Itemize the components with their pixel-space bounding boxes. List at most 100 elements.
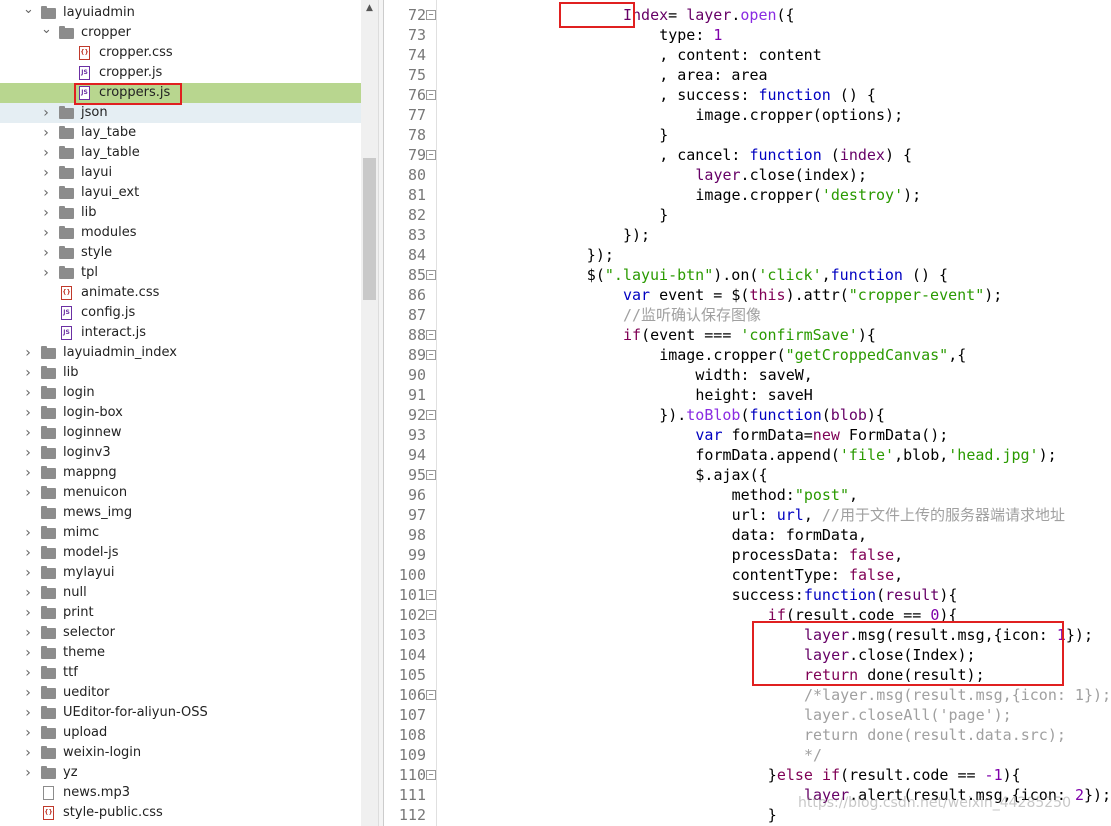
code-line[interactable]: 72−Index= layer.open({: [384, 5, 1081, 25]
chevron-right-icon[interactable]: ›: [25, 465, 31, 481]
tree-folder-item[interactable]: ›weixin-login: [0, 743, 361, 763]
tree-folder-item[interactable]: ›layuiadmin_index: [0, 343, 361, 363]
chevron-right-icon[interactable]: ›: [25, 445, 31, 461]
tree-folder-item[interactable]: ›loginnew: [0, 423, 361, 443]
code-line[interactable]: 75, area: area: [384, 65, 1081, 85]
fold-toggle-icon[interactable]: −: [426, 470, 436, 480]
code-line[interactable]: 82}: [384, 205, 1081, 225]
scroll-up-arrow-icon[interactable]: ▲: [366, 3, 373, 13]
chevron-right-icon[interactable]: ›: [25, 565, 31, 581]
tree-folder-item[interactable]: ›login-box: [0, 403, 361, 423]
tree-folder-item[interactable]: ›lib: [0, 203, 361, 223]
chevron-right-icon[interactable]: ›: [25, 385, 31, 401]
panel-splitter[interactable]: [378, 0, 384, 826]
tree-scrollbar[interactable]: ▲: [361, 0, 378, 826]
fold-toggle-icon[interactable]: −: [426, 690, 436, 700]
code-line[interactable]: 83});: [384, 225, 1081, 245]
fold-toggle-icon[interactable]: −: [426, 270, 436, 280]
fold-toggle-icon[interactable]: −: [426, 150, 436, 160]
tree-file-item[interactable]: {}animate.css: [0, 283, 361, 303]
tree-folder-item[interactable]: ›style: [0, 243, 361, 263]
tree-scrollbar-thumb[interactable]: [363, 158, 376, 300]
chevron-right-icon[interactable]: ›: [43, 245, 49, 261]
tree-folder-item[interactable]: ›json: [0, 103, 361, 123]
chevron-right-icon[interactable]: ›: [25, 585, 31, 601]
tree-folder-item[interactable]: ›UEditor-for-aliyun-OSS: [0, 703, 361, 723]
tree-folder-item[interactable]: ›yz: [0, 763, 361, 783]
tree-folder-item[interactable]: ›layui: [0, 163, 361, 183]
chevron-right-icon[interactable]: ›: [43, 105, 49, 121]
code-line[interactable]: 109*/: [384, 745, 1081, 765]
chevron-right-icon[interactable]: ›: [25, 605, 31, 621]
tree-folder-item[interactable]: ›layui_ext: [0, 183, 361, 203]
code-line[interactable]: 74, content: content: [384, 45, 1081, 65]
tree-folder-item[interactable]: ›modules: [0, 223, 361, 243]
tree-folder-item[interactable]: ›theme: [0, 643, 361, 663]
code-line[interactable]: 85−$(".layui-btn").on('click',function (…: [384, 265, 1081, 285]
chevron-right-icon[interactable]: ›: [25, 625, 31, 641]
fold-toggle-icon[interactable]: −: [426, 350, 436, 360]
tree-file-item[interactable]: {}cropper.css: [0, 43, 361, 63]
chevron-right-icon[interactable]: ›: [25, 485, 31, 501]
chevron-right-icon[interactable]: ›: [43, 205, 49, 221]
chevron-right-icon[interactable]: ›: [25, 705, 31, 721]
tree-folder-item[interactable]: ›mappng: [0, 463, 361, 483]
code-line[interactable]: 106−/*layer.msg(result.msg,{icon: 1});: [384, 685, 1111, 705]
chevron-right-icon[interactable]: ›: [25, 525, 31, 541]
code-line[interactable]: 76−, success: function () {: [384, 85, 1081, 105]
chevron-right-icon[interactable]: ›: [25, 725, 31, 741]
chevron-right-icon[interactable]: ›: [25, 745, 31, 761]
code-line[interactable]: 89−image.cropper("getCroppedCanvas",{: [384, 345, 1081, 365]
tree-folder-item[interactable]: ⌄layuiadmin: [0, 3, 361, 23]
tree-folder-item[interactable]: ›menuicon: [0, 483, 361, 503]
tree-folder-item[interactable]: ›ueditor: [0, 683, 361, 703]
chevron-right-icon[interactable]: ›: [43, 125, 49, 141]
tree-folder-item[interactable]: mews_img: [0, 503, 361, 523]
tree-folder-item[interactable]: ›selector: [0, 623, 361, 643]
chevron-right-icon[interactable]: ›: [43, 185, 49, 201]
tree-file-item[interactable]: news.mp3: [0, 783, 361, 803]
chevron-right-icon[interactable]: ›: [25, 425, 31, 441]
code-line[interactable]: 92−}).toBlob(function(blob){: [384, 405, 1081, 425]
fold-toggle-icon[interactable]: −: [426, 410, 436, 420]
code-line[interactable]: 110−}else if(result.code == -1){: [384, 765, 1081, 785]
chevron-right-icon[interactable]: ›: [43, 225, 49, 241]
tree-folder-item[interactable]: ›model-js: [0, 543, 361, 563]
code-line[interactable]: 88−if(event === 'confirmSave'){: [384, 325, 1081, 345]
chevron-right-icon[interactable]: ›: [43, 145, 49, 161]
fold-toggle-icon[interactable]: −: [426, 770, 436, 780]
tree-folder-item[interactable]: ›mylayui: [0, 563, 361, 583]
chevron-down-icon[interactable]: ⌄: [41, 22, 52, 37]
code-line[interactable]: 95−$.ajax({: [384, 465, 1081, 485]
tree-folder-item[interactable]: ›lay_tabe: [0, 123, 361, 143]
chevron-down-icon[interactable]: ⌄: [23, 2, 34, 17]
chevron-right-icon[interactable]: ›: [25, 665, 31, 681]
tree-folder-item[interactable]: ›login: [0, 383, 361, 403]
code-line[interactable]: 84});: [384, 245, 1081, 265]
chevron-right-icon[interactable]: ›: [43, 265, 49, 281]
chevron-right-icon[interactable]: ›: [25, 345, 31, 361]
tree-folder-item[interactable]: ›upload: [0, 723, 361, 743]
tree-folder-item[interactable]: ›tpl: [0, 263, 361, 283]
code-line[interactable]: 78}: [384, 125, 1081, 145]
fold-toggle-icon[interactable]: −: [426, 90, 436, 100]
